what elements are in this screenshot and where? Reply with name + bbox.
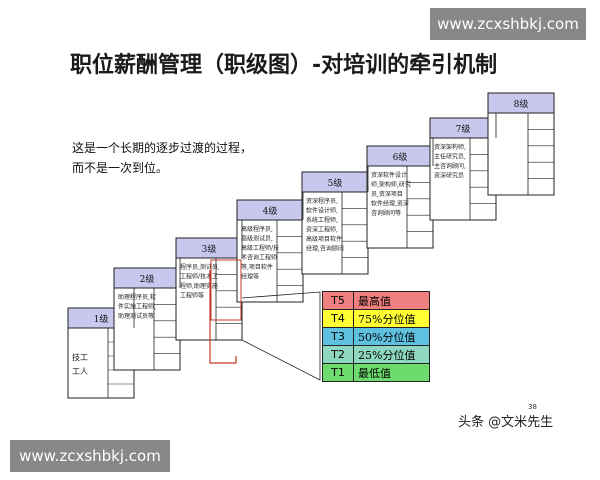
level-5-desc-line: 资深程序员, xyxy=(306,197,338,205)
level-5-desc-line: 系统工程师, xyxy=(306,216,338,224)
legend-code: T4 xyxy=(322,309,354,328)
level-4-desc-line: 高级程序员, xyxy=(241,225,273,233)
highlight-box xyxy=(210,259,242,321)
level-6-desc-line: 员,资深项目 xyxy=(371,190,403,198)
level-3-desc-line: 工程师/技术工 xyxy=(180,273,218,281)
level-2-label: 2级 xyxy=(140,273,155,285)
level-5-desc-line: 经理,咨询顾问 xyxy=(306,245,344,253)
level-5-desc-line: 高级项目软件 xyxy=(306,235,342,243)
callout-line xyxy=(241,291,321,381)
legend-text: 最低值 xyxy=(353,363,430,382)
level-2-desc-line: 件实施工程师, xyxy=(118,303,156,311)
level-4-desc-line: 高级测试员, xyxy=(241,235,273,243)
bracket-line xyxy=(209,270,237,364)
legend-code: T1 xyxy=(322,363,354,382)
level-1-desc-line: 工人 xyxy=(72,367,88,376)
legend-text: 25%分位值 xyxy=(353,345,430,364)
note-line-1: 这是一个长期的逐步过渡的过程， xyxy=(72,141,253,155)
legend-text: 最高值 xyxy=(353,291,430,310)
level-1-desc-line: 技工 xyxy=(72,352,88,362)
level-3-desc-line: 工程师等 xyxy=(180,292,204,300)
page-title: 职位薪酬管理（职级图）-对培训的牵引机制 xyxy=(70,53,498,78)
note-line-2: 而不是一次到位。 xyxy=(72,161,169,175)
level-6-desc-line: 资深软件设计 xyxy=(371,171,407,179)
level-7-desc-line: 资深研究员 xyxy=(434,172,464,180)
legend-code: T5 xyxy=(322,291,354,310)
level-1-label: 1级 xyxy=(94,313,109,325)
legend-text: 75%分位值 xyxy=(353,309,430,328)
level-6-desc-line: 软件经理,资深 xyxy=(371,200,409,208)
level-3-label: 3级 xyxy=(202,243,217,255)
level-4-desc-line: 高级工程师/技 xyxy=(241,244,279,252)
level-7-desc-line: 主咨询顾问, xyxy=(434,162,466,170)
level-2-desc-line: 助理测试员等 xyxy=(118,312,154,320)
level-6-desc-line: 师,架构师,研究 xyxy=(371,181,411,189)
author-stamp: 头条 @文米先生 xyxy=(458,415,554,430)
level-5-label: 5级 xyxy=(328,177,343,189)
legend-code: T2 xyxy=(322,345,354,364)
legend-text: 50%分位值 xyxy=(353,327,430,346)
level-3-desc-line: 程师,助理实施 xyxy=(180,282,218,290)
level-3-desc-line: 程序员,测试员, xyxy=(180,263,220,271)
level-5-desc-line: 软件设计师, xyxy=(306,207,338,215)
level-4-desc-line: 等,项目软件 xyxy=(241,263,273,271)
page-number: 38 xyxy=(528,403,537,411)
level-6-desc-line: 咨询顾问等 xyxy=(371,209,401,217)
level-4-desc-line: 术咨询工程师 xyxy=(241,254,277,262)
legend-code: T3 xyxy=(322,327,354,346)
level-7-desc-line: 资深架构师, xyxy=(434,143,466,151)
level-7-desc-line: 主任研究员, xyxy=(434,153,466,161)
level-5-desc-line: 资深工程师, xyxy=(306,226,338,234)
watermark-top: www.zcxshbkj.com xyxy=(430,8,586,40)
level-4-label: 4级 xyxy=(263,205,278,217)
level-6-label: 6级 xyxy=(393,151,408,163)
level-7-label: 7级 xyxy=(456,123,471,135)
watermark-bottom: www.zcxshbkj.com xyxy=(10,440,170,472)
level-8-header xyxy=(487,92,555,114)
level-2-desc-line: 助理程序员,软 xyxy=(118,293,156,301)
level-4-desc-line: 经理等 xyxy=(241,273,259,281)
process-note: 这是一个长期的逐步过渡的过程， 而不是一次到位。 xyxy=(72,138,252,178)
level-8-label: 8级 xyxy=(514,98,529,110)
